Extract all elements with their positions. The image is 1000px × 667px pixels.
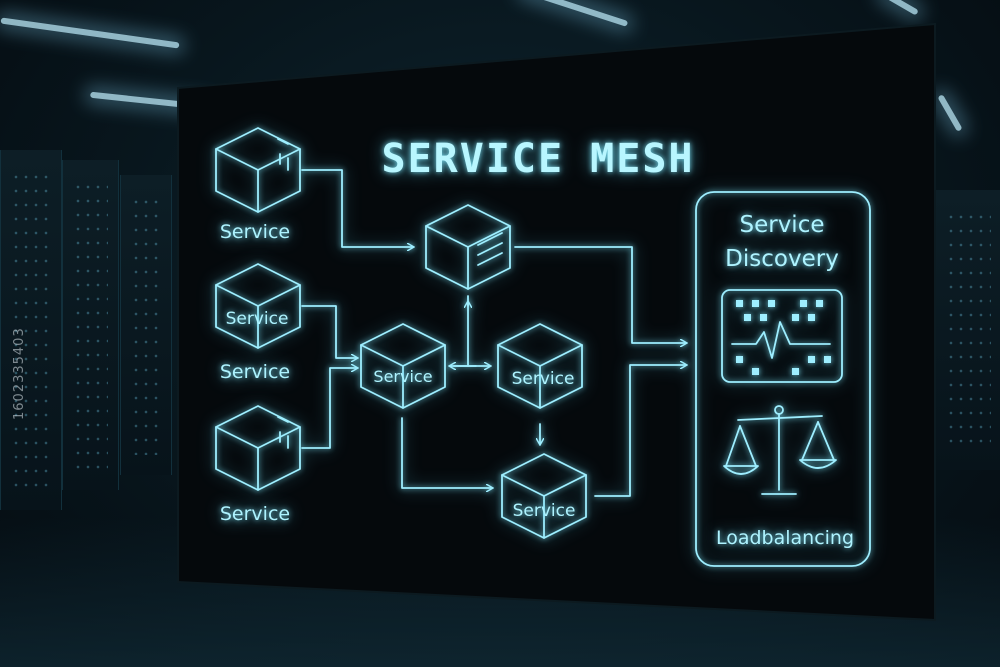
service-inner-label: Service bbox=[226, 309, 289, 329]
service-inner-label: Service bbox=[513, 501, 576, 521]
panel-heading: Discovery bbox=[725, 246, 839, 272]
service-label: Service bbox=[220, 361, 290, 383]
service-cube bbox=[215, 405, 301, 491]
service-inner-label: Service bbox=[512, 369, 575, 389]
panel-footer: Loadbalancing bbox=[716, 527, 854, 549]
monitor-pixels bbox=[736, 300, 831, 375]
service-discovery-panel bbox=[695, 191, 871, 567]
monitor-pulse-icon bbox=[721, 289, 843, 383]
display-board bbox=[177, 22, 936, 622]
server-rack bbox=[120, 175, 172, 475]
service-inner-label: Service bbox=[373, 367, 432, 386]
diagram-title: SERVICE MESH bbox=[382, 136, 695, 182]
connector-line bbox=[401, 417, 492, 488]
connector-line bbox=[594, 365, 686, 497]
service-label: Service bbox=[220, 503, 290, 525]
panel-heading: Service bbox=[739, 212, 824, 238]
server-rack bbox=[0, 150, 62, 510]
connector-line bbox=[301, 305, 357, 358]
service-cube bbox=[215, 127, 301, 213]
connector-line bbox=[514, 246, 686, 343]
connector-line bbox=[301, 169, 413, 247]
service-label: Service bbox=[220, 221, 290, 243]
balance-scale-icon bbox=[723, 405, 837, 495]
server-rack bbox=[935, 190, 1000, 470]
server-rack bbox=[62, 160, 119, 490]
stock-id-watermark: 1602335403 bbox=[12, 327, 27, 420]
connector-line bbox=[301, 368, 357, 449]
service-cube bbox=[425, 204, 511, 290]
